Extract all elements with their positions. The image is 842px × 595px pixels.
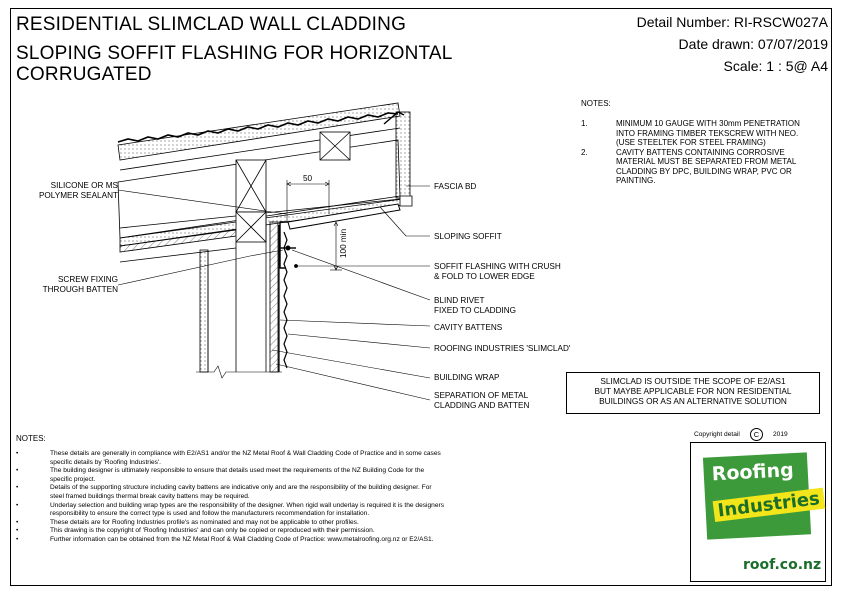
scope-line-2: BUT MAYBE APPLICABLE FOR NON RESIDENTIAL [594,386,792,396]
scope-notice-box: SLIMCLAD IS OUTSIDE THE SCOPE OF E2/AS1 … [566,372,820,414]
logo-url: roof.co.nz [743,557,822,573]
label-separation-1: SEPARATION OF METAL [434,391,529,400]
dim-width: 50 [303,174,313,183]
label-slimclad: ROOFING INDUSTRIES 'SLIMCLAD' [434,344,571,353]
bottom-note-item: •These details are for Roofing Industrie… [16,518,359,526]
label-rivet-1: BLIND RIVET [434,296,485,305]
scope-line-1: SLIMCLAD IS OUTSIDE THE SCOPE OF E2/AS1 [600,376,786,386]
roof-underlay [117,102,401,161]
bottom-notes-list: •These details are generally in complian… [16,450,446,545]
roof-insulation-line [119,127,401,171]
top-note-item: 1. MINIMUM 10 GAUGE WITH 30mm PENETRATIO… [581,119,811,148]
date-drawn: Date drawn: 07/07/2019 [678,36,828,52]
drawing-frame [10,8,832,586]
wall-framing [199,212,279,373]
label-fascia: FASCIA BD [434,182,477,191]
bottom-note-item: •Further information can be obtained fro… [16,535,434,543]
bottom-note-item: •This drawing is the copyright of 'Roofi… [16,527,375,535]
logo-word-industries: Industries [716,488,821,522]
scope-line-3: BUILDINGS OR AS AN ALTERNATIVE SOLUTION [599,396,787,406]
bottom-note-item: •These details are generally in complian… [16,450,441,466]
logo-word-roofing: Roofing [711,459,795,486]
break-lines [196,365,282,379]
label-flashing-1: SOFFIT FLASHING WITH CRUSH [434,262,561,271]
top-note-text: CAVITY BATTENS CONTAINING CORROSIVE MATE… [616,147,797,186]
bottom-note-text: This drawing is the copyright of 'Roofin… [50,527,375,535]
bottom-note-item: •The building designer is ultimately res… [16,467,425,483]
logo-badge: Roofing Industries [702,452,825,540]
top-notes-list: 1. MINIMUM 10 GAUGE WITH 30mm PENETRATIO… [581,119,811,186]
bottom-note-text: The building designer is ultimately resp… [50,467,425,483]
logo-box: Roofing Industries roof.co.nz [690,442,826,582]
top-note-number: 2. [581,147,588,157]
label-building-wrap: BUILDING WRAP [434,373,500,382]
copyright-text: Copyright detail [694,431,740,438]
label-screw-2: THROUGH BATTEN [42,285,118,294]
label-sealant-2: POLYMER SEALANT [38,191,118,200]
sloping-soffit [279,203,401,269]
detail-number: Detail Number: RI-RSCW027A [636,14,828,30]
title-line-1: RESIDENTIAL SLIMCLAD WALL CLADDING [16,14,407,35]
copyright-year: 2019 [773,431,788,438]
bottom-note-item: •Details of the supporting structure inc… [16,484,432,500]
bottom-note-text: These details are generally in complianc… [50,450,441,466]
label-separation-2: CLADDING AND BATTEN [434,401,530,410]
copyright-symbol: C [750,428,763,441]
title-line-3: CORRUGATED [16,64,152,85]
bottom-note-text: Further information can be obtained from… [50,535,434,543]
dim-height: 100 min [339,228,348,258]
bottom-notes-heading: NOTES: [16,434,46,443]
bottom-note-text: Underlay selection and building wrap typ… [50,501,445,518]
title-line-2: SLOPING SOFFIT FLASHING FOR HORIZONTAL [16,43,453,64]
label-screw-1: SCREW FIXING [57,275,118,284]
label-cavity-battens: CAVITY BATTENS [434,323,503,332]
bottom-note-item: •Underlay selection and building wrap ty… [16,501,445,518]
logo-industries-bar: Industries [712,487,825,523]
fascia [383,111,413,207]
scale: Scale: 1 : 5@ A4 [723,58,829,74]
top-note-number: 1. [581,119,588,128]
bottom-note-text: These details are for Roofing Industries… [50,518,359,526]
top-note-text: MINIMUM 10 GAUGE WITH 30mm PENETRATION I… [616,119,800,147]
top-notes-heading: NOTES: [581,99,611,108]
leader-lines [117,185,431,401]
label-flashing-2: & FOLD TO LOWER EDGE [434,272,535,281]
dimension-lines [286,180,342,271]
top-note-item: 2. CAVITY BATTENS CONTAINING CORROSIVE M… [581,148,811,186]
label-sealant-1: SILICONE OR MS [50,181,118,190]
label-rivet-2: FIXED TO CLADDING [434,306,517,315]
cladding [278,225,288,372]
label-sloping-soffit: SLOPING SOFFIT [434,232,502,241]
bottom-note-text: Details of the supporting structure incl… [50,484,432,500]
ceiling-line [119,247,237,263]
roof-corrugation [117,112,399,143]
